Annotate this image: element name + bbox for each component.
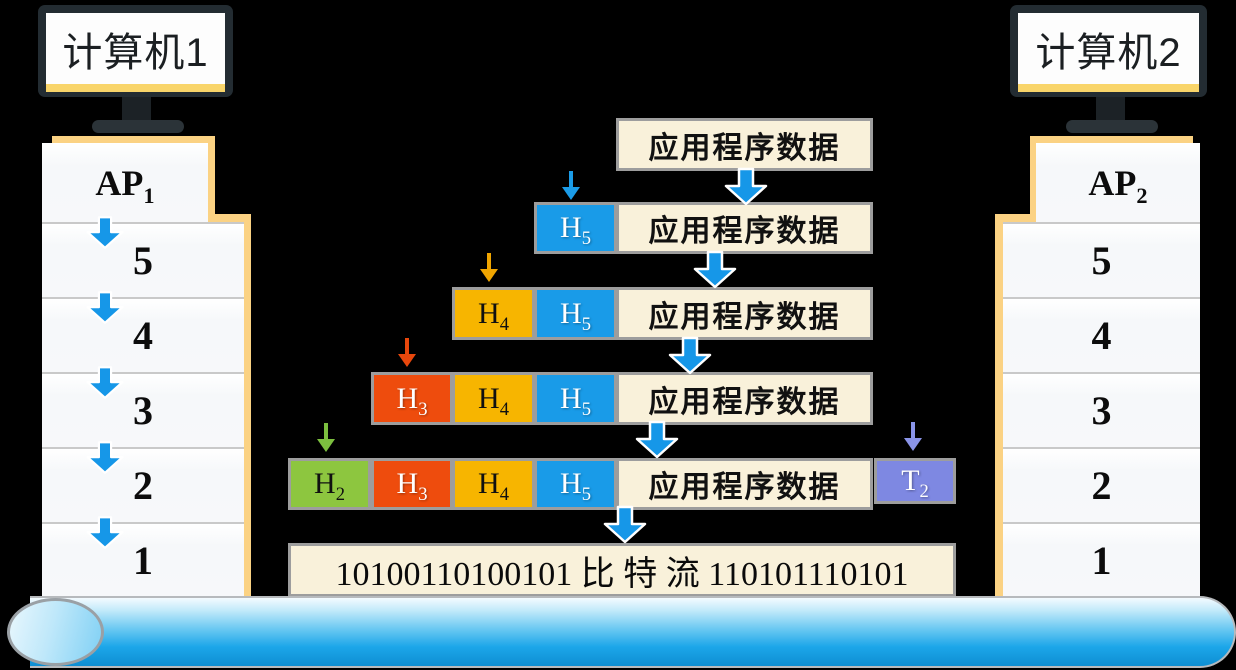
h3-header-box: H3 — [371, 458, 453, 510]
monitor-base — [1066, 120, 1158, 133]
stack-shadow — [1030, 136, 1038, 222]
left-stack-layer-3: 3 — [42, 372, 244, 447]
layer-number: 1 — [133, 538, 153, 583]
stack-shadow — [52, 136, 215, 144]
h5-header-box: H5 — [534, 202, 617, 254]
down-arrow-icon — [724, 167, 768, 206]
down-arrow-icon — [603, 505, 647, 544]
computer-2-label: 计算机2 — [1035, 30, 1182, 75]
layer-number: 5 — [1091, 238, 1112, 283]
app-data-box: 应用程序数据 — [616, 458, 873, 510]
stack-shadow — [1030, 136, 1193, 144]
monitor-screen: 计算机1 — [46, 13, 225, 84]
computer-1-label: 计算机1 — [62, 30, 209, 75]
app-data-box: 应用程序数据 — [616, 118, 873, 171]
right-stack-ap-panel: AP2 — [1036, 143, 1200, 222]
left-stack-layer-5: 5 — [42, 222, 244, 297]
monitor-strip — [1018, 84, 1199, 92]
h3-header-box: H3 — [371, 372, 453, 425]
layer-number: 3 — [133, 388, 153, 433]
monitor-stand — [1096, 97, 1125, 122]
stack-shadow — [995, 214, 1039, 222]
monitor-icon: 计算机1 — [38, 5, 233, 97]
left-stack-layer-2: 2 — [42, 447, 244, 522]
thin-down-arrow-icon-t2 — [904, 422, 922, 451]
down-arrow-icon — [635, 420, 679, 459]
down-arrow-icon — [86, 216, 124, 249]
down-arrow-icon — [86, 516, 124, 549]
right-stack-layer-3: 3 — [1003, 372, 1200, 447]
ap2-label: AP2 — [1088, 162, 1148, 208]
h5-header-box: H5 — [534, 372, 617, 425]
layer-number: 2 — [1091, 463, 1112, 508]
ap1-label: AP1 — [95, 162, 155, 208]
thin-down-arrow-icon-h5 — [562, 171, 580, 200]
monitor-strip — [46, 84, 225, 92]
stack-shadow — [207, 136, 215, 222]
layer-number: 4 — [1091, 313, 1112, 358]
app-data-box: 应用程序数据 — [616, 287, 873, 340]
transmission-pipe — [30, 596, 1236, 668]
monitor-base — [92, 120, 184, 133]
h5-header-box: H5 — [534, 287, 617, 340]
layer-number: 2 — [133, 463, 153, 508]
thin-down-arrow-icon-h4 — [480, 253, 498, 282]
down-arrow-icon — [86, 441, 124, 474]
h4-header-box: H4 — [452, 458, 535, 510]
h4-header-box: H4 — [452, 287, 535, 340]
h5-header-box: H5 — [534, 458, 617, 510]
down-arrow-icon — [86, 291, 124, 324]
app-data-box: 应用程序数据 — [616, 372, 873, 425]
right-stack-layer-1: 1 — [1003, 522, 1200, 597]
monitor-icon: 计算机2 — [1010, 5, 1207, 97]
thin-down-arrow-icon-h3 — [398, 338, 416, 367]
h4-header-box: H4 — [452, 372, 535, 425]
right-stack-layer-5: 5 — [1003, 222, 1200, 297]
layer-number: 4 — [133, 313, 153, 358]
left-stack-layer-1: 1 — [42, 522, 244, 597]
down-arrow-icon — [693, 250, 737, 289]
layer-number: 5 — [133, 238, 153, 283]
pipe-end-cap — [7, 598, 104, 666]
thin-down-arrow-icon-h2 — [317, 423, 335, 452]
stack-shadow — [207, 214, 251, 222]
stack-shadow — [243, 214, 251, 597]
down-arrow-icon — [86, 366, 124, 399]
layer-number: 1 — [1091, 538, 1112, 583]
layer-number: 3 — [1091, 388, 1112, 433]
right-stack-layer-2: 2 — [1003, 447, 1200, 522]
left-stack-layer-4: 4 — [42, 297, 244, 372]
right-stack-layer-4: 4 — [1003, 297, 1200, 372]
bitstream-box: 10100110100101 比 特 流 110101110101 — [288, 543, 956, 597]
stack-shadow — [995, 214, 1003, 597]
app-data-box: 应用程序数据 — [616, 202, 873, 254]
monitor-screen: 计算机2 — [1018, 13, 1199, 84]
h2-header-box: H2 — [288, 458, 371, 510]
down-arrow-icon — [668, 336, 712, 375]
t2-trailer-box: T2 — [874, 458, 956, 504]
monitor-stand — [122, 97, 151, 122]
left-stack-ap-panel: AP1 — [42, 143, 208, 222]
